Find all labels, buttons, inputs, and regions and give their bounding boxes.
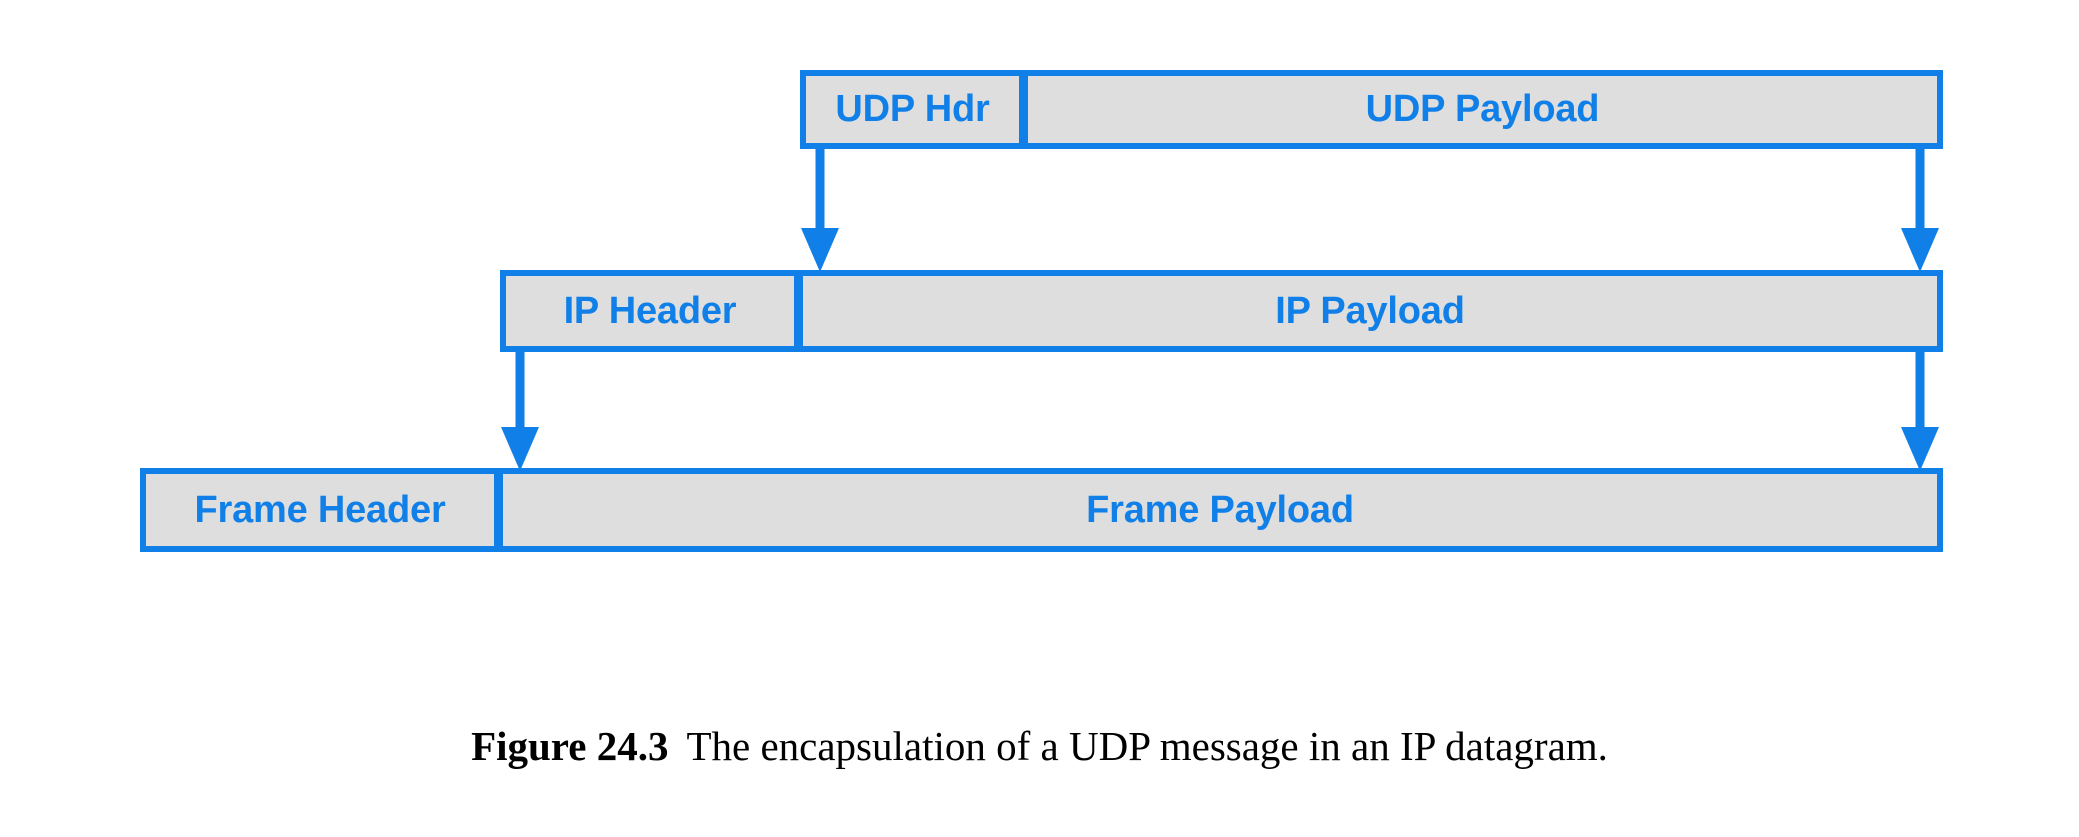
arrow-ip-start-to-frame-payload-start [495, 348, 555, 474]
arrow-udp-start-to-ip-payload-start [795, 145, 855, 275]
figure-caption: Figure 24.3 The encapsulation of a UDP me… [0, 722, 2079, 770]
figure-caption-text: The encapsulation of a UDP message in an… [686, 723, 1608, 769]
frame-layer-row: Frame Header Frame Payload [140, 468, 1943, 552]
ip-payload-box: IP Payload [800, 270, 1943, 352]
arrow-udp-end-to-ip-payload-end [1895, 145, 1955, 275]
ip-layer-row: IP Header IP Payload [500, 270, 1943, 352]
figure-caption-label: Figure 24.3 [471, 723, 669, 769]
frame-header-box: Frame Header [140, 468, 500, 552]
ip-header-box: IP Header [500, 270, 800, 352]
udp-header-box: UDP Hdr [800, 70, 1025, 149]
udp-layer-row: UDP Hdr UDP Payload [800, 70, 1943, 149]
udp-payload-box: UDP Payload [1025, 70, 1943, 149]
arrow-ip-end-to-frame-payload-end [1895, 348, 1955, 474]
frame-payload-box: Frame Payload [500, 468, 1943, 552]
